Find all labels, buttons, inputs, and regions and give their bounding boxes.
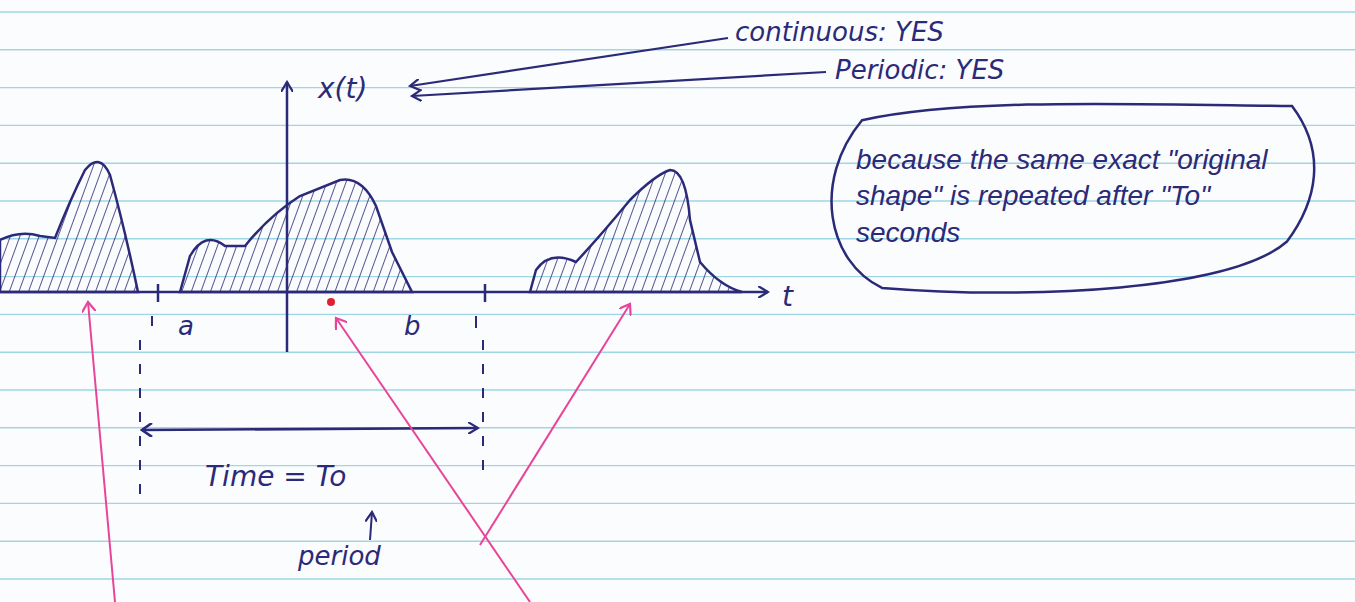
ruled-line	[0, 465, 1355, 466]
tick	[151, 316, 153, 326]
tick	[475, 316, 477, 328]
center-dot	[327, 298, 335, 306]
pink-arrow	[88, 302, 115, 602]
ruled-line	[0, 503, 1355, 504]
annotation-text: period	[298, 542, 381, 571]
tick	[484, 284, 487, 302]
ruled-line	[0, 314, 1355, 315]
thought-bubble: because the same exact "original shape" …	[822, 96, 1322, 298]
ruled-line	[0, 125, 1355, 126]
tick	[157, 284, 160, 302]
interval-label: a	[178, 312, 194, 341]
dashed-guide	[139, 340, 141, 500]
pulse-shape	[180, 180, 412, 292]
leader-arrow	[412, 72, 826, 96]
ruled-line	[0, 578, 1355, 579]
interval-label: b	[404, 312, 421, 341]
period-arrow	[142, 428, 478, 430]
ruled-line	[0, 427, 1355, 428]
annotation-text: continuous: YES	[735, 18, 944, 47]
pink-arrow	[480, 304, 630, 545]
ruled-line	[0, 11, 1355, 12]
bubble-text: because the same exact "original shape" …	[856, 142, 1288, 251]
pulse-shape	[0, 162, 138, 292]
pointer-arrow	[370, 512, 372, 540]
period-label: Time = To	[205, 462, 346, 493]
ruled-line	[0, 352, 1355, 353]
ruled-line	[0, 49, 1355, 50]
amplitude-axis	[286, 82, 289, 352]
annotation-text: Periodic: YES	[835, 56, 1004, 85]
dashed-guide	[482, 340, 484, 470]
leader-arrow	[410, 38, 728, 86]
ruled-line	[0, 389, 1355, 390]
axis-label: x(t)	[318, 74, 367, 105]
axis-label: t	[782, 282, 793, 313]
time-axis	[0, 291, 768, 294]
ruled-line	[0, 87, 1355, 88]
ruled-line	[0, 541, 1355, 542]
pulse-shape	[530, 170, 742, 292]
